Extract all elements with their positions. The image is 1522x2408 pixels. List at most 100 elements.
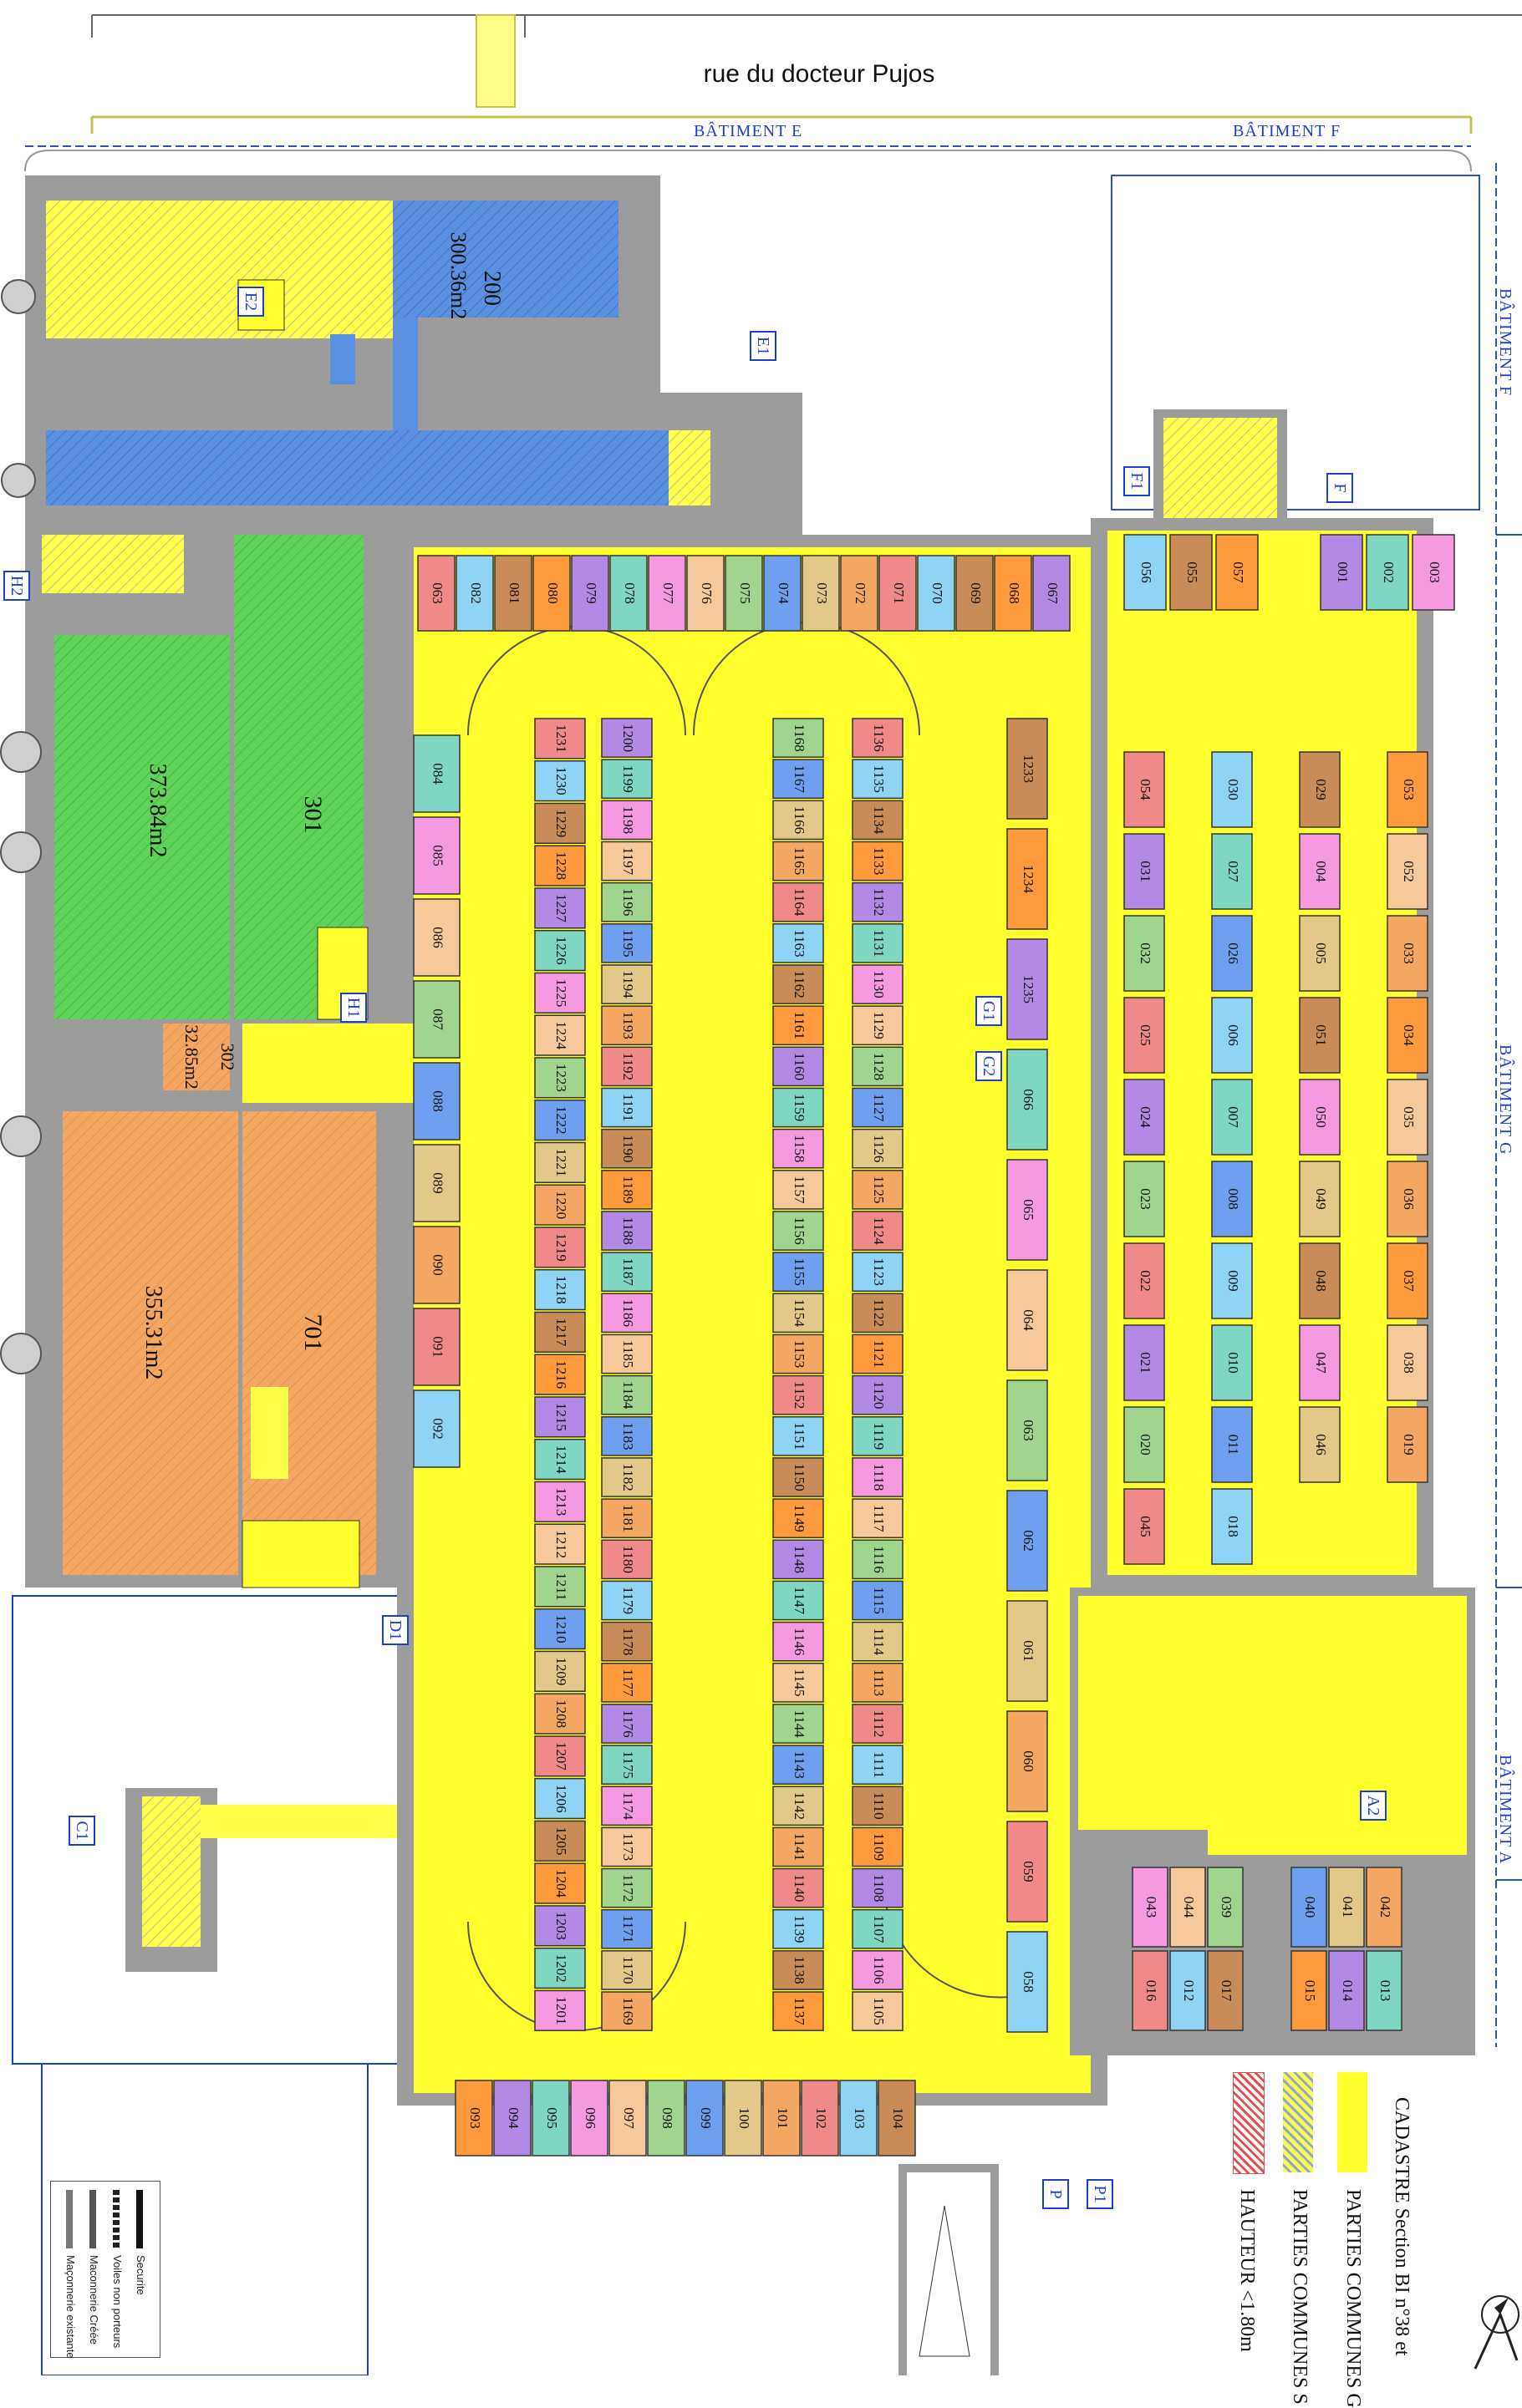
parking-space: 1191 xyxy=(620,1094,636,1121)
parking-space-box xyxy=(648,555,686,632)
parking-space-box xyxy=(534,1566,586,1608)
parking-space: 1150 xyxy=(792,1463,807,1491)
parking-space-box xyxy=(772,1704,824,1744)
parking-space: 1146 xyxy=(792,1628,807,1655)
parking-space: 008 xyxy=(1225,1188,1241,1210)
parking-space-box xyxy=(534,887,586,929)
parking-space: 100 xyxy=(736,2107,752,2129)
parking-space-box xyxy=(852,841,904,881)
parking-space: 010 xyxy=(1225,1352,1241,1374)
parking-space-box xyxy=(852,759,904,800)
parking-space-box xyxy=(413,980,461,1059)
parking-space: 1114 xyxy=(871,1628,887,1655)
parking-space-box xyxy=(534,1227,586,1268)
parking-space-box xyxy=(878,2080,916,2157)
parking-space: 103 xyxy=(852,2107,868,2129)
parking-space: 1210 xyxy=(553,1615,569,1643)
parking-space-box xyxy=(1387,1079,1428,1156)
parking-space: 1234 xyxy=(1021,865,1036,894)
parking-space: 016 xyxy=(1143,1980,1159,2002)
parking-space: 046 xyxy=(1313,1434,1329,1455)
parking-space-box xyxy=(534,972,586,1013)
parking-space: 052 xyxy=(1401,861,1417,882)
parking-space-box xyxy=(1299,997,1341,1074)
parking-space: 1219 xyxy=(553,1233,569,1262)
parking-space-box xyxy=(534,929,586,972)
parking-space: 085 xyxy=(430,845,446,866)
parking-space-box xyxy=(852,1128,904,1169)
parking-space-box xyxy=(852,1826,904,1867)
parking-space: 063 xyxy=(430,582,445,604)
parking-space-box xyxy=(601,964,653,1004)
parking-space-box xyxy=(609,555,648,632)
parking-space-box xyxy=(852,718,904,758)
parking-space: 1120 xyxy=(871,1381,887,1409)
parking-space: 042 xyxy=(1377,1897,1393,1918)
parking-space-box xyxy=(1123,534,1167,611)
parking-space-box xyxy=(852,1374,904,1415)
parking-space: 1157 xyxy=(792,1176,807,1204)
parking-space-box xyxy=(1006,1049,1048,1151)
parking-space-box xyxy=(772,1128,824,1169)
access-tag-h2: H2 xyxy=(3,571,30,601)
parking-space-box xyxy=(1412,534,1455,611)
parking-space-box xyxy=(1123,1406,1165,1483)
parking-space-box xyxy=(534,1862,586,1904)
parking-space: 005 xyxy=(1313,942,1329,964)
symbol-legend-voiles: Voiles non porteurs xyxy=(111,2255,124,2349)
parking-space-box xyxy=(1387,915,1428,992)
parking-space-box xyxy=(852,1457,904,1497)
parking-space: 006 xyxy=(1225,1024,1241,1046)
parking-space: 1145 xyxy=(792,1669,807,1696)
parking-space: 1148 xyxy=(792,1546,807,1573)
parking-space-box xyxy=(686,555,725,632)
parking-space: 1110 xyxy=(871,1792,887,1820)
parking-space-box xyxy=(456,555,494,632)
access-tag-f1: F1 xyxy=(1123,466,1150,496)
parking-space-box xyxy=(772,1867,824,1908)
parking-space: 1200 xyxy=(620,724,636,752)
parking-space: 1163 xyxy=(792,929,807,957)
parking-space-box xyxy=(1132,1867,1168,1948)
parking-space: 091 xyxy=(430,1336,446,1358)
parking-space: 1229 xyxy=(553,809,569,837)
parking-space-box xyxy=(413,1062,461,1140)
parking-space-box xyxy=(1123,1324,1165,1401)
parking-space-box xyxy=(532,555,571,632)
parking-space: 087 xyxy=(430,1008,446,1030)
parking-space: 1169 xyxy=(620,1997,636,2024)
parking-space: 073 xyxy=(814,582,830,604)
parking-space: 1131 xyxy=(871,929,887,957)
parking-space: 101 xyxy=(775,2107,791,2129)
parking-space-box xyxy=(534,1693,586,1735)
parking-space-box xyxy=(601,1211,653,1251)
parking-space-box xyxy=(772,964,824,1004)
parking-space: 009 xyxy=(1225,1270,1241,1292)
parking-space-box xyxy=(772,1498,824,1539)
parking-space: 057 xyxy=(1230,561,1246,583)
parking-space: 1105 xyxy=(871,1997,887,2024)
parking-space: 084 xyxy=(430,763,446,785)
parking-space-box xyxy=(852,1621,904,1662)
parking-space: 071 xyxy=(891,582,907,604)
parking-space: 026 xyxy=(1225,942,1241,964)
parking-space: 1159 xyxy=(792,1094,807,1121)
parking-space: 1230 xyxy=(553,767,569,795)
parking-space-box xyxy=(878,555,917,632)
parking-space: 1184 xyxy=(620,1381,636,1410)
parking-space-box xyxy=(772,881,824,922)
parking-space-box xyxy=(601,1867,653,1908)
parking-space-box xyxy=(534,718,586,759)
parking-space: 065 xyxy=(1021,1199,1036,1221)
parking-space-box xyxy=(1123,915,1165,992)
parking-space-box xyxy=(772,1826,824,1867)
legend-common-special-text: PARTIES COMMUNES S xyxy=(1289,2189,1311,2405)
parking-space: 060 xyxy=(1021,1750,1036,1772)
parking-space: 1132 xyxy=(871,888,887,916)
zone-301 xyxy=(42,535,369,1020)
parking-space-box xyxy=(601,1539,653,1580)
parking-space: 1123 xyxy=(871,1258,887,1286)
parking-space-box xyxy=(839,2080,878,2157)
parking-space-box xyxy=(601,1991,653,2031)
access-tag-g2: G2 xyxy=(975,1051,1002,1081)
